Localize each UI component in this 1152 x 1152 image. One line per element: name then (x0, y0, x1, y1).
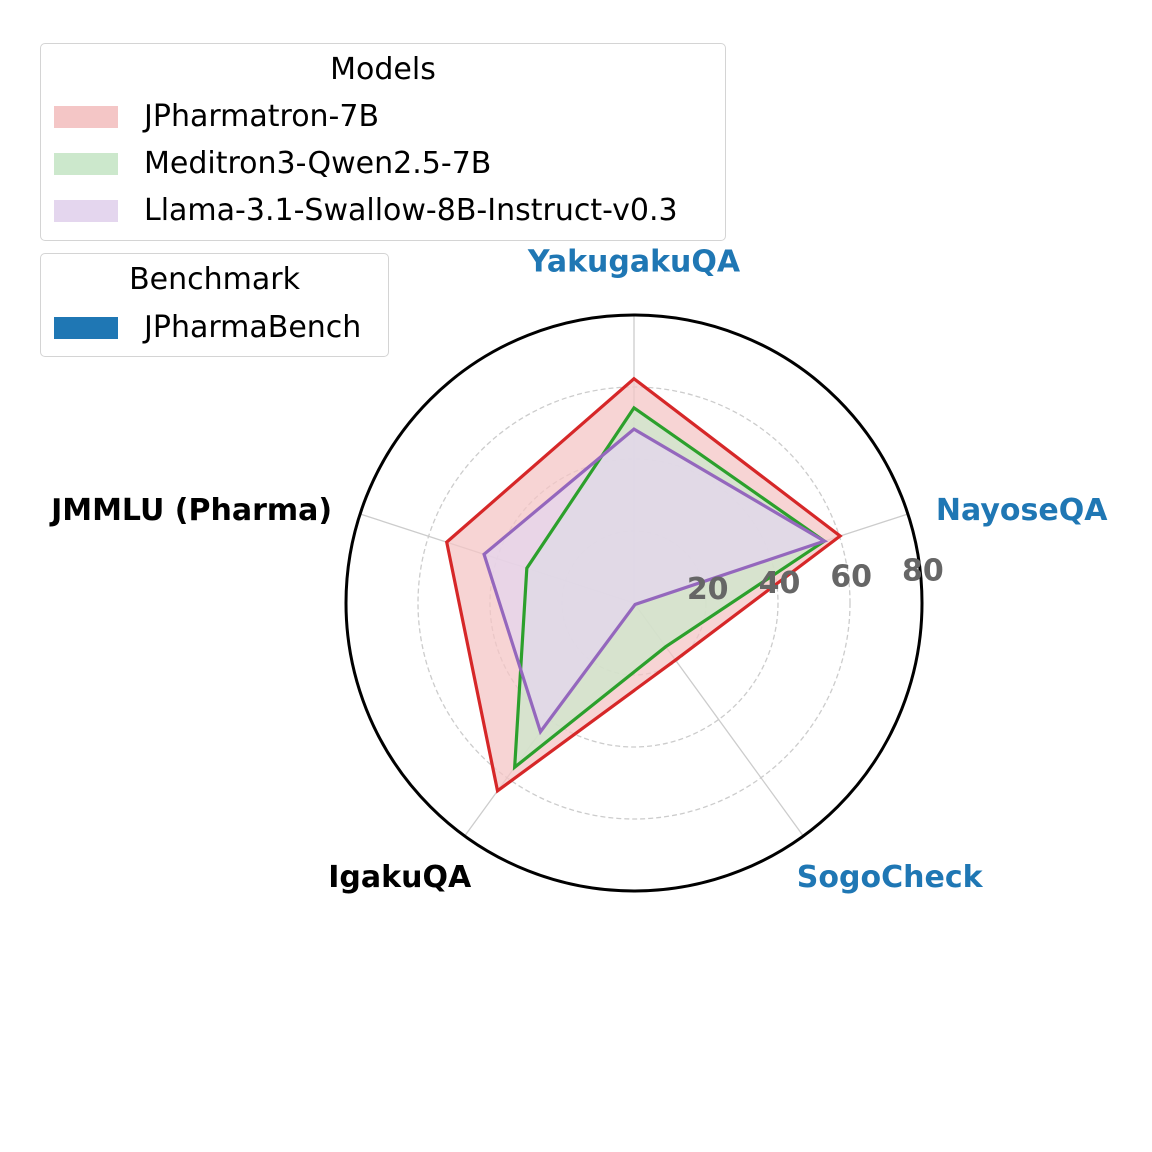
radial-tick-label: 60 (830, 560, 872, 595)
radial-tick-label: 40 (759, 566, 801, 601)
legend-swatch (54, 153, 118, 175)
legend-models-title: Models (330, 52, 436, 87)
radial-tick-label: 80 (902, 553, 944, 588)
series-line-1 (512, 405, 828, 771)
series-line-0 (444, 376, 843, 794)
radar-outer-frame (344, 313, 924, 893)
axis-label-2: SogoCheck (797, 860, 984, 895)
radial-tick-label: 20 (687, 572, 729, 607)
axis-label-3: IgakuQA (328, 860, 472, 895)
legend-label: JPharmaBench (144, 310, 362, 345)
legend-benchmark: Benchmark JPharmaBench (40, 253, 389, 357)
legend-label: Meditron3-Qwen2.5-7B (144, 146, 492, 181)
radar-series (444, 376, 843, 794)
axis-label-0: YakugakuQA (527, 245, 741, 280)
legend-swatch (54, 317, 118, 339)
legend-models: Models JPharmatron-7B Meditron3-Qwen2.5-… (40, 43, 726, 241)
axis-label-4: JMMLU (Pharma) (49, 493, 332, 528)
legend-swatch (54, 106, 118, 128)
legend-swatch (54, 200, 118, 222)
axis-label-1: NayoseQA (936, 493, 1108, 528)
legend-label: JPharmatron-7B (144, 99, 380, 134)
legend-benchmark-title: Benchmark (129, 262, 300, 297)
series-line-2 (482, 427, 829, 736)
radial-tick-labels: 20 40 60 80 (687, 553, 944, 607)
axis-labels: YakugakuQA NayoseQA SogoCheck IgakuQA JMMLU … (49, 245, 1108, 895)
legend-label: Llama-3.1-Swallow-8B-Instruct-v0.3 (144, 193, 678, 228)
